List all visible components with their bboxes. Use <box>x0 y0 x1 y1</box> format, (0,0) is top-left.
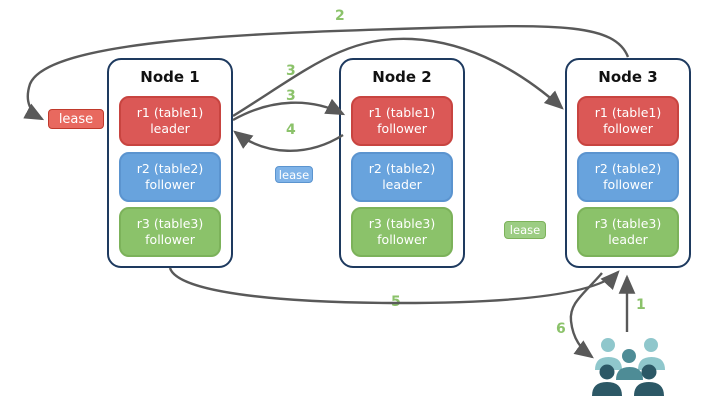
node-1-replica-r1: r1 (table1) leader <box>119 96 221 146</box>
replica-name: r3 (table3) <box>136 215 204 231</box>
replica-role: follower <box>603 121 653 136</box>
node-1-title: Node 1 <box>140 68 200 86</box>
step-label-5: 5 <box>391 294 401 310</box>
replica-role: follower <box>145 232 195 247</box>
replica-name: r1 (table1) <box>368 104 436 120</box>
step-label-4: 4 <box>286 122 296 138</box>
lease-badge-table1: lease <box>48 109 104 129</box>
node-2-replica-r1: r1 (table1) follower <box>351 96 453 146</box>
replica-role: follower <box>377 232 427 247</box>
step-label-3a: 3 <box>286 63 296 79</box>
replica-role: follower <box>603 177 653 192</box>
replica-name: r3 (table3) <box>368 215 436 231</box>
replica-role: follower <box>145 177 195 192</box>
step-label-3b: 3 <box>286 88 296 104</box>
replica-name: r1 (table1) <box>594 104 662 120</box>
replica-name: r1 (table1) <box>136 104 204 120</box>
replica-role: leader <box>150 121 190 136</box>
replica-role: leader <box>382 177 422 192</box>
arrow-step3-node1-to-node2 <box>232 98 346 122</box>
node-2-box: Node 2 r1 (table1) follower r2 (table2) … <box>339 58 465 268</box>
node-2-replica-r2: r2 (table2) leader <box>351 152 453 202</box>
node-2-title: Node 2 <box>372 68 432 86</box>
arrow-step6-node3-to-users <box>569 272 603 359</box>
lease-badge-table2: lease <box>275 166 313 183</box>
step-label-6: 6 <box>556 321 566 337</box>
step-label-2: 2 <box>335 8 345 24</box>
node-3-title: Node 3 <box>598 68 658 86</box>
replica-name: r2 (table2) <box>136 160 204 176</box>
node-1-replica-r3: r3 (table3) follower <box>119 207 221 257</box>
users-group-icon <box>592 338 665 396</box>
node-3-replica-r3: r3 (table3) leader <box>577 207 679 257</box>
node-3-box: Node 3 r1 (table1) follower r2 (table2) … <box>565 58 691 268</box>
node-2-replica-r3: r3 (table3) follower <box>351 207 453 257</box>
node-3-replica-r1: r1 (table1) follower <box>577 96 679 146</box>
replica-name: r2 (table2) <box>368 160 436 176</box>
node-1-box: Node 1 r1 (table1) leader r2 (table2) fo… <box>107 58 233 268</box>
node-1-replica-r2: r2 (table2) follower <box>119 152 221 202</box>
lease-badge-table3: lease <box>504 221 546 239</box>
replica-name: r3 (table3) <box>594 215 662 231</box>
step-label-1: 1 <box>636 297 646 313</box>
node-3-replica-r2: r2 (table2) follower <box>577 152 679 202</box>
replica-role: follower <box>377 121 427 136</box>
replica-name: r2 (table2) <box>594 160 662 176</box>
replica-role: leader <box>608 232 648 247</box>
